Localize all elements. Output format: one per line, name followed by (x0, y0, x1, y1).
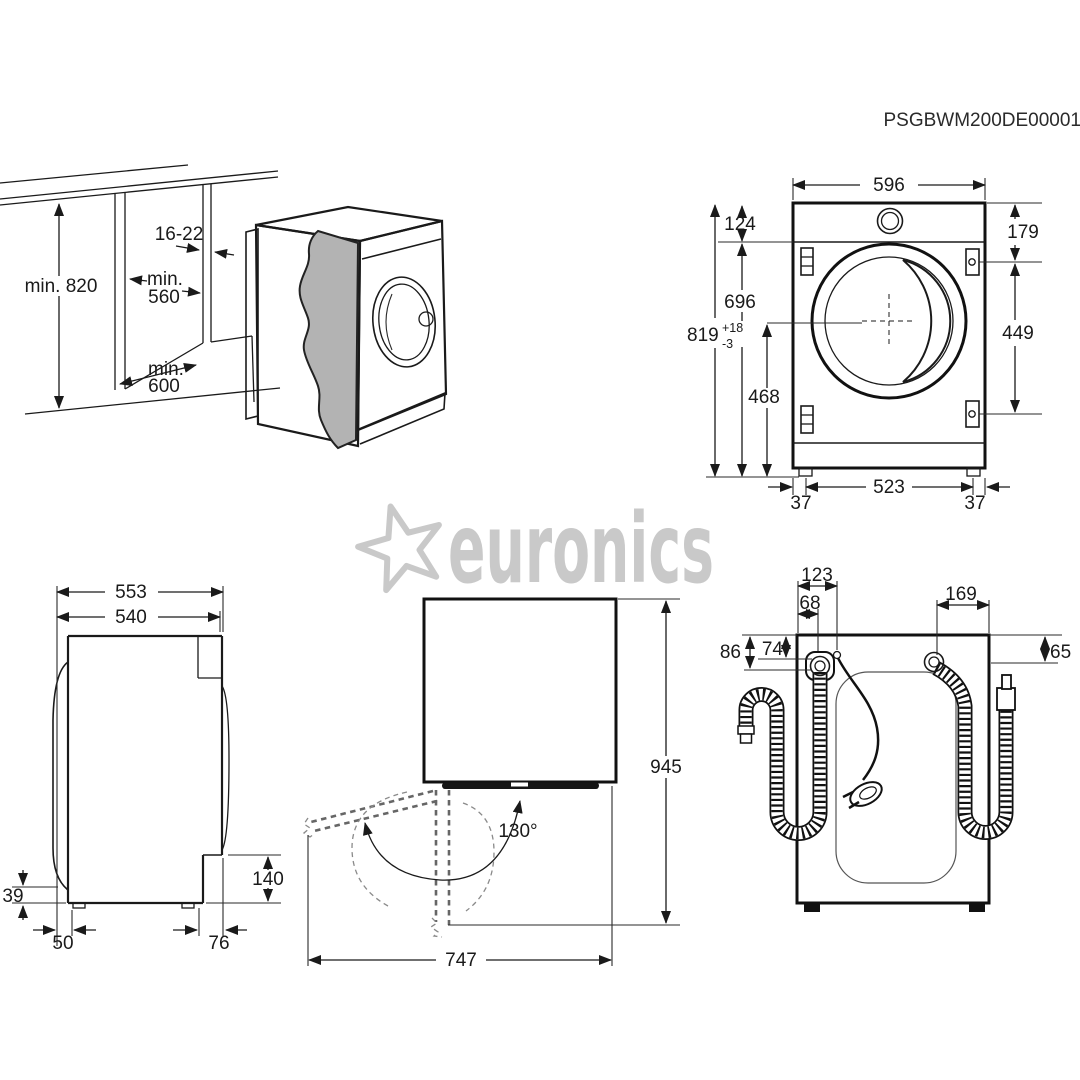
rear-view: 123 68 169 86 74 65 (720, 565, 1071, 912)
open-door-dashed (302, 789, 495, 938)
door-handle-notch (511, 782, 528, 787)
dim-niche-height: min. 820 (25, 276, 98, 297)
door-extension-lines (307, 598, 680, 966)
rear-bulge (221, 685, 230, 851)
machine-plinth (358, 391, 446, 445)
dim-holder-top: 74 (762, 639, 784, 660)
side-machine (52, 634, 230, 909)
dim-foot-right: 37 (964, 493, 985, 514)
inlet-hose-connector (996, 687, 1016, 711)
rear-extension-lines (742, 581, 1062, 671)
dim-foot-left: 37 (790, 493, 811, 514)
foot-side-front (72, 902, 86, 909)
front-extension-lines (706, 178, 1042, 495)
foot-rear-left (804, 903, 820, 912)
dim-depth-body: 540 (115, 607, 147, 628)
dim-body-height: 696 (724, 292, 756, 313)
mount-bracket-top-right (965, 248, 980, 276)
dim-cord-offset: 123 (801, 565, 833, 586)
dim-drain-offset: 68 (799, 593, 820, 614)
dim-door-height: 945 (650, 757, 682, 778)
front-view: 596 124 696 819 +18 -3 468 179 449 (684, 175, 1042, 514)
dim-top-panel: 124 (724, 214, 756, 235)
control-panel-line (361, 238, 442, 260)
star-icon (355, 503, 442, 594)
foot-rear-right (969, 903, 985, 912)
door-outer-ring (810, 242, 968, 400)
inlet-hose (923, 651, 1016, 840)
door-glass-crescent (902, 259, 952, 383)
dim-feet-span: 523 (873, 477, 905, 498)
drain-hose-fitting (737, 725, 755, 735)
dim-rear-foot: 76 (208, 933, 229, 954)
watermark-logo: euronics (355, 493, 714, 605)
dim-overall-tol-plus: +18 (722, 321, 743, 335)
door-bulge (52, 661, 69, 891)
dim-hinge-span: 449 (1002, 323, 1034, 344)
dim-rear-recess: 140 (252, 869, 284, 890)
power-plug-icon (842, 781, 883, 810)
flexible-panel (298, 229, 360, 450)
drain-hose (737, 651, 835, 841)
dim-width: 596 (873, 175, 905, 196)
part-number: PSGBWM200DE00001 (884, 110, 1080, 131)
rear-dimensions: 123 68 169 86 74 65 (720, 565, 1071, 669)
dim-overall-height: 819 (687, 325, 719, 346)
machine-top-face (255, 205, 443, 243)
foot-side-rear (181, 902, 195, 909)
foot-front-right (966, 467, 981, 477)
cabinet-front (422, 597, 618, 784)
niche-dimensions: min. 820 16-22 min. 560 min. 600 (24, 203, 235, 409)
swing-arc (363, 800, 523, 881)
side-extension-lines (12, 586, 281, 946)
niche-structure-lines (0, 164, 281, 415)
hinge-bracket-top-left (800, 247, 814, 276)
dim-door-gap: 39 (2, 886, 23, 907)
dim-hinge-top: 179 (1007, 222, 1039, 243)
machine-door (372, 276, 436, 368)
mount-bracket-bottom-right (965, 400, 980, 428)
door-lock-knob (876, 207, 904, 235)
niche-view: min. 820 16-22 min. 560 min. 600 (0, 164, 281, 415)
dim-overall-tol-minus: -3 (722, 337, 733, 351)
dim-swing-depth: 747 (445, 950, 477, 971)
dim-panel-thickness: 16-22 (155, 224, 204, 245)
rear-machine (795, 633, 991, 912)
dim-inlet-offset: 169 (945, 584, 977, 605)
front-dimensions: 596 124 696 819 +18 -3 468 179 449 (684, 175, 1039, 514)
isometric-machine (245, 205, 448, 450)
dim-door-angle: 130° (498, 821, 537, 842)
dim-inlet-top: 65 (1050, 642, 1071, 663)
side-dimensions: 553 540 39 140 50 76 (2, 582, 285, 954)
dim-depth-total: 553 (115, 582, 147, 603)
dim-front-foot: 50 (52, 933, 73, 954)
rear-inner-panel (835, 671, 957, 884)
watermark-text: euronics (448, 493, 714, 605)
door-dimensions: 945 747 (308, 600, 682, 971)
hinge-bracket-bottom-left (800, 405, 814, 434)
dim-niche-width-prefix: min. (147, 269, 183, 290)
dim-niche-width: 560 (148, 287, 180, 308)
dim-niche-depth: 600 (148, 376, 180, 397)
side-view: 553 540 39 140 50 76 (2, 582, 285, 954)
dim-hose-top: 86 (720, 642, 741, 663)
dim-drum-center: 468 (748, 387, 780, 408)
power-cord (832, 650, 883, 810)
machine-front-face (356, 219, 448, 432)
door-swing-view: 130° 945 747 (302, 597, 682, 971)
front-machine (791, 201, 987, 477)
foot-front-left (798, 467, 813, 477)
